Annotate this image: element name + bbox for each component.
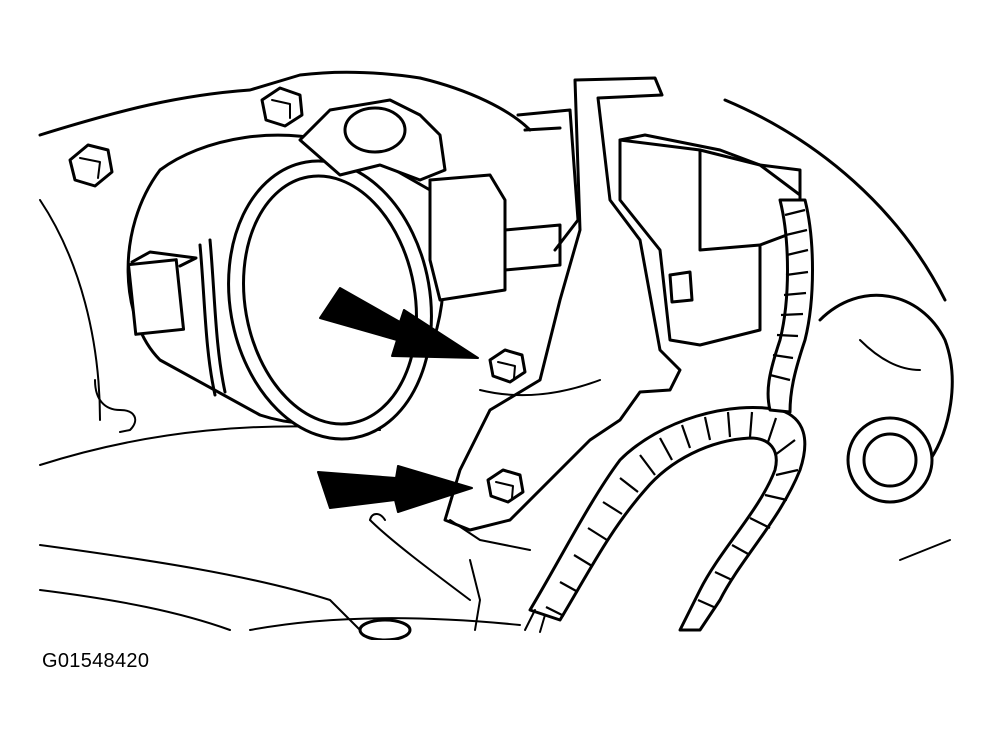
lower-arrow: [317, 465, 473, 513]
upper-nut: [488, 348, 527, 384]
bottom-fitting: [358, 513, 412, 640]
background-outlines: [38, 70, 951, 631]
engine-component-illustration: [38, 70, 954, 640]
upper-mechanism: [298, 98, 562, 302]
fastener-nuts: [486, 348, 527, 504]
mounting-bracket: [443, 76, 682, 551]
mount-bolts-upper: [68, 86, 304, 188]
motor-housing: [94, 133, 446, 441]
upper-arrow: [319, 287, 479, 359]
lower-nut: [486, 468, 525, 504]
wiring-harness: [524, 198, 814, 633]
right-side-fittings: [818, 293, 954, 504]
relay-module: [618, 133, 802, 347]
harness-hatching: [545, 208, 809, 617]
callout-arrows: [317, 287, 479, 513]
figure-code: G01548420: [42, 650, 150, 672]
